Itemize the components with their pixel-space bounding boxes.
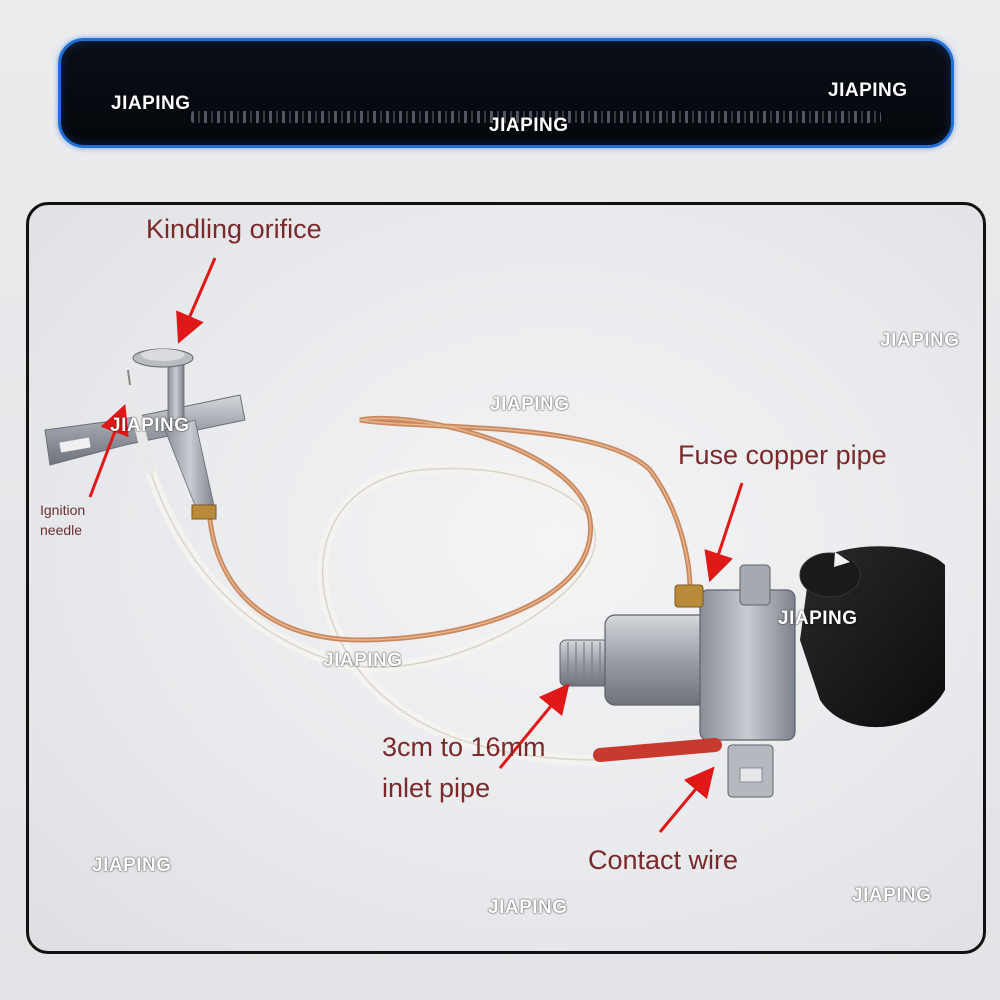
copper-pipe [207,415,693,643]
watermark: JIAPING [92,855,172,876]
label-fuse-copper-pipe: Fuse copper pipe [678,440,887,470]
watermark: JIAPING [488,897,568,918]
watermark: JIAPING [110,415,190,436]
watermark-banner-left: JIAPING [111,93,191,114]
header-banner: JIAPING JIAPING JIAPING [58,38,954,148]
white-ignition-wire [144,462,606,766]
watermark: JIAPING [880,330,960,351]
pilot-burner-assembly [44,348,246,520]
arrow-ignition-needle [88,403,129,498]
label-contact-wire: Contact wire [588,845,739,875]
label-inlet-pipe-line2: inlet pipe [382,773,491,803]
label-inlet-pipe: 3cm to 16mm inlet pipe [382,727,546,809]
watermark-banner-center: JIAPING [489,115,569,136]
arrow-kindling-orifice [176,257,217,344]
watermark: JIAPING [852,885,932,906]
watermark: JIAPING [490,394,570,415]
arrow-contact-wire [658,766,715,833]
label-ignition-needle-line2: needle [40,522,83,538]
banner-text-scribble [191,111,881,123]
label-ignition-needle-line1: Ignition [40,502,86,518]
label-ignition-needle: Ignition needle [40,500,85,540]
control-knob [799,546,945,728]
watermark-banner-right: JIAPING [828,80,908,101]
arrow-inlet-pipe [498,683,570,769]
label-kindling-orifice: Kindling orifice [146,214,322,244]
arrow-fuse-copper-pipe [704,482,744,583]
watermark: JIAPING [323,650,403,671]
watermark: JIAPING [778,608,858,629]
label-inlet-pipe-line1: 3cm to 16mm [382,732,546,762]
gas-control-valve [559,564,796,798]
